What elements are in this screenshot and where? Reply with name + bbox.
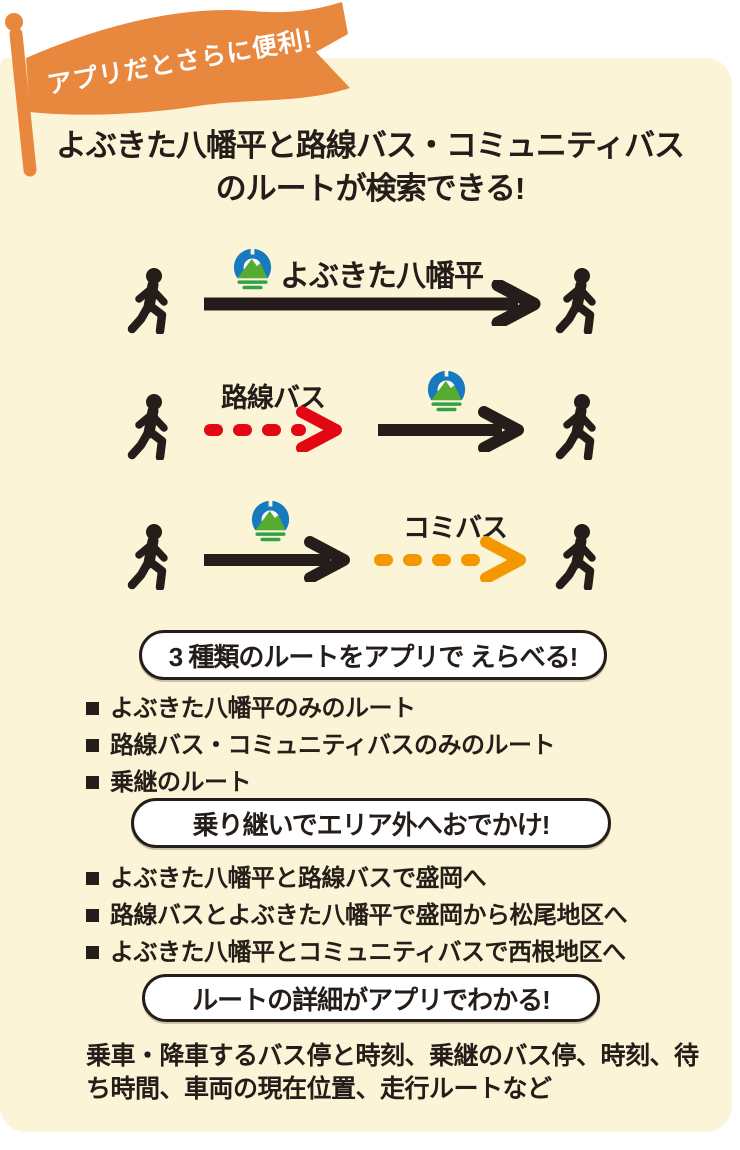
- list-item: 路線バス・コミュニティバスのみのルート: [86, 727, 556, 764]
- section2-list: よぶきた八幡平と路線バスで盛岡へ 路線バスとよぶきた八幡平で盛岡から松尾地区へ …: [86, 860, 628, 971]
- bullet-square-icon: [86, 909, 99, 922]
- section3-heading: ルートの詳細がアプリでわかる!: [142, 974, 600, 1022]
- walking-person-icon: [127, 524, 168, 590]
- route2-service-label: 路線バス: [221, 383, 326, 413]
- bullet-square-icon: [86, 739, 99, 752]
- bullet-square-icon: [86, 946, 99, 959]
- bullet-square-icon: [86, 872, 99, 885]
- flyer-card: [0, 58, 732, 1132]
- walking-person-icon: [127, 394, 168, 460]
- bullet-square-icon: [86, 702, 99, 715]
- section1-heading: 3 種類のルートをアプリで えらべる!: [139, 630, 607, 680]
- hachimantai-city-logo-icon: [249, 500, 292, 546]
- title-line2: のルートが検索できる!: [215, 171, 526, 206]
- list-item-text: よぶきた八幡平と路線バスで盛岡へ: [110, 865, 487, 892]
- section2-heading: 乗り継いでエリア外へおでかけ!: [131, 798, 611, 848]
- section3-description: 乗車・降車するバス停と時刻、乗継のバス停、時刻、待ち時間、車両の現在位置、走行ル…: [86, 1042, 699, 1103]
- route3-solid-arrow: [204, 536, 350, 582]
- list-item-text: 乗継のルート: [110, 769, 252, 796]
- list-item: 乗継のルート: [86, 764, 555, 801]
- list-item-text: 路線バスとよぶきた八幡平で盛岡から松尾地区へ: [110, 902, 628, 929]
- walking-person-icon: [555, 268, 596, 334]
- walking-person-icon: [127, 268, 168, 334]
- walking-person-icon: [555, 524, 596, 590]
- route3-dashed-orange-arrow: [374, 536, 526, 582]
- title-line1: よぶきた八幡平と路線バス・コミュニティバス: [55, 128, 685, 163]
- flag-banner-icon: [5, 2, 350, 177]
- bullet-square-icon: [86, 776, 99, 789]
- list-item-text: 路線バス・コミュニティバスのみのルート: [110, 732, 556, 759]
- hachimantai-city-logo-icon: [231, 248, 274, 294]
- route1-solid-arrow: [204, 280, 541, 326]
- route2-solid-arrow: [378, 406, 524, 452]
- list-item: 路線バスとよぶきた八幡平で盛岡から松尾地区へ: [86, 897, 628, 934]
- route2-dashed-red-arrow: [204, 406, 342, 452]
- list-item-text: よぶきた八幡平のみのルート: [110, 695, 416, 722]
- hachimantai-city-logo-icon: [425, 370, 468, 416]
- walking-person-icon: [555, 394, 596, 460]
- page-title: よぶきた八幡平と路線バス・コミュニティバス のルートが検索できる!: [0, 124, 740, 210]
- list-item: よぶきた八幡平とコミュニティバスで西根地区へ: [86, 934, 627, 971]
- list-item: よぶきた八幡平と路線バスで盛岡へ: [86, 860, 627, 897]
- route1-service-label: よぶきた八幡平: [280, 260, 484, 293]
- list-item-text: よぶきた八幡平とコミュニティバスで西根地区へ: [110, 939, 626, 966]
- section1-list: よぶきた八幡平のみのルート 路線バス・コミュニティバスのみのルート 乗継のルート: [86, 690, 556, 801]
- list-item: よぶきた八幡平のみのルート: [86, 690, 555, 727]
